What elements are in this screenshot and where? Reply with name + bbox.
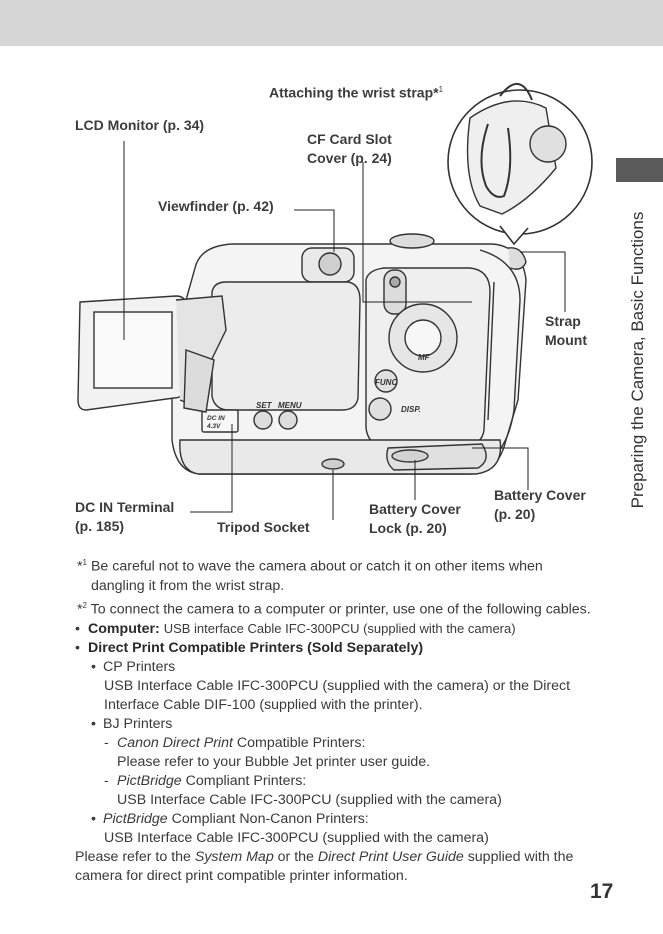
list-item-canon-direct-print: -Canon Direct Print Compatible Printers: bbox=[104, 735, 366, 752]
footnote-2: *2 To connect the camera to a computer o… bbox=[77, 600, 591, 618]
mf-label: MF bbox=[418, 353, 431, 362]
menu-button-label: MENU bbox=[278, 401, 302, 410]
dcin-voltage-label: 4.3V bbox=[206, 423, 221, 430]
list-item-pictbridge-non-canon: •PictBridge Compliant Non-Canon Printers… bbox=[91, 811, 369, 828]
callout-battery-cover-lock: Battery Cover Lock (p. 20) bbox=[369, 501, 461, 536]
list-item-computer: •Computer: USB interface Cable IFC-300PC… bbox=[75, 621, 516, 638]
callout-strap-mount: Strap Mount bbox=[545, 313, 587, 348]
callout-tripod-socket: Tripod Socket bbox=[217, 519, 310, 535]
set-button-label: SET bbox=[256, 401, 273, 410]
callout-battery-cover: Battery Cover (p. 20) bbox=[494, 487, 586, 522]
section-tab-marker bbox=[616, 158, 663, 182]
canon-direct-print-text: Please refer to your Bubble Jet printer … bbox=[117, 754, 431, 771]
callout-viewfinder: Viewfinder (p. 42) bbox=[158, 198, 274, 214]
pictbridge-text: USB Interface Cable IFC-300PCU (supplied… bbox=[117, 792, 502, 809]
page-number: 17 bbox=[590, 880, 614, 903]
header-band bbox=[0, 0, 663, 46]
pictbridge-non-canon-text: USB Interface Cable IFC-300PCU (supplied… bbox=[104, 830, 489, 847]
disp-button-label: DISP. bbox=[401, 405, 421, 414]
camera-diagram: SET MENU FUNC DISP. MF DC IN 4.3V bbox=[77, 83, 593, 520]
callout-cf-card-slot: CF Card Slot Cover (p. 24) bbox=[307, 131, 392, 166]
notes-section: *1 Be careful not to wave the camera abo… bbox=[75, 553, 595, 886]
list-item-direct-print: •Direct Print Compatible Printers (Sold … bbox=[75, 640, 424, 657]
dcin-port-label: DC IN bbox=[207, 415, 225, 422]
cp-printers-text: USB Interface Cable IFC-300PCU (supplied… bbox=[104, 678, 571, 714]
list-item-bj-printers: •BJ Printers bbox=[91, 716, 173, 733]
footnote-1: *1 Be careful not to wave the camera abo… bbox=[77, 558, 543, 594]
func-button-label: FUNC bbox=[375, 378, 397, 387]
callout-dc-in-terminal: DC IN Terminal (p. 185) bbox=[75, 499, 175, 534]
final-note: Please refer to the System Map or the Di… bbox=[75, 849, 574, 885]
callout-lcd-monitor: LCD Monitor (p. 34) bbox=[75, 117, 205, 133]
list-item-pictbridge: -PictBridge Compliant Printers: bbox=[104, 773, 307, 790]
callout-wrist-strap: Attaching the wrist strap*1 bbox=[269, 84, 444, 101]
list-item-cp-printers: •CP Printers bbox=[91, 659, 176, 676]
